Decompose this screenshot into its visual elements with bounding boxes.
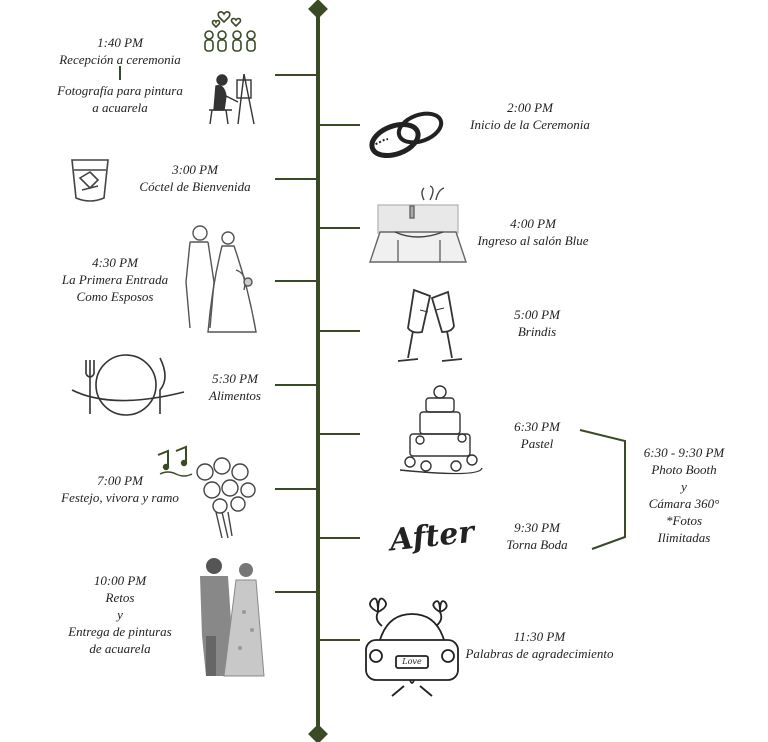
event-label: Torna Boda: [506, 537, 568, 552]
guests-hearts-icon: [204, 11, 256, 52]
event-painting-photo: Fotografía para pintura a acuarela: [40, 82, 200, 116]
event-label: Ingreso al salón Blue: [477, 233, 589, 248]
timeline-bottom-diamond: [308, 724, 328, 742]
event-time: 9:30 PM: [514, 520, 560, 535]
event-cocktail: 3:00 PM Cóctel de Bienvenida: [115, 161, 275, 195]
note-line: Photo Booth: [651, 462, 717, 477]
right-connectors: [318, 124, 360, 641]
event-time: 1:40 PM: [97, 35, 143, 50]
couple-watercolor-icon: [200, 558, 265, 677]
wedding-car-plate-text: Love: [402, 657, 422, 666]
event-thanks: 11:30 PM Palabras de agradecimiento: [452, 628, 627, 662]
event-time: 6:30 PM: [514, 419, 560, 434]
event-label: Alimentos: [209, 388, 261, 403]
event-hall-entry: 4:00 PM Ingreso al salón Blue: [458, 215, 608, 249]
event-time: 11:30 PM: [513, 629, 566, 644]
event-label: Brindis: [517, 324, 557, 339]
event-label-line: y: [117, 607, 123, 622]
photo-booth-note: 6:30 - 9:30 PM Photo Booth y Cámara 360°…: [622, 444, 746, 546]
event-label-line: Retos: [105, 590, 135, 605]
event-label-line: a acuarela: [92, 100, 148, 115]
event-party: 7:00 PM Festejo, vivora y ramo: [40, 472, 200, 506]
event-time: 10:00 PM: [93, 573, 147, 588]
event-time: 5:30 PM: [212, 371, 258, 386]
left-connectors: [275, 74, 318, 593]
photo-booth-bracket: [579, 429, 626, 550]
event-time: 4:00 PM: [510, 216, 556, 231]
event-food: 5:30 PM Alimentos: [185, 370, 285, 404]
event-challenges: 10:00 PM Retos y Entrega de pinturas de …: [40, 572, 200, 657]
event-label: Pastel: [520, 436, 554, 451]
wedding-car-icon: [365, 597, 459, 697]
event-label: Palabras de agradecimiento: [465, 646, 614, 661]
timeline-top-diamond: [308, 0, 328, 19]
event-toast: 5:00 PM Brindis: [482, 306, 592, 340]
event-time: 7:00 PM: [97, 473, 143, 488]
event-label: Cóctel de Bienvenida: [139, 179, 251, 194]
event-label-line: Como Esposos: [76, 289, 154, 304]
note-line: 6:30 - 9:30 PM: [643, 445, 725, 460]
banquet-table-icon: [369, 185, 467, 263]
event-time: 5:00 PM: [514, 307, 560, 322]
event-label: Recepción a ceremonia: [59, 52, 181, 67]
plate-cutlery-icon: [71, 354, 185, 416]
note-line: y: [681, 479, 687, 494]
couple-kiss-icon: [185, 225, 257, 333]
event-time: 2:00 PM: [507, 100, 553, 115]
event-cake: 6:30 PM Pastel: [482, 418, 592, 452]
event-label-line: Fotografía para pintura: [57, 83, 183, 98]
event-ceremony: 2:00 PM Inicio de la Ceremonia: [455, 99, 605, 133]
event-label-line: La Primera Entrada: [61, 272, 169, 287]
wedding-rings-icon: [369, 111, 444, 159]
note-line: Cámara 360°: [648, 496, 720, 511]
event-time: 4:30 PM: [92, 255, 138, 270]
champagne-toast-icon: [397, 288, 463, 362]
event-label-line: Entrega de pinturas: [68, 624, 172, 639]
event-label: Inicio de la Ceremonia: [470, 117, 590, 132]
event-time: 3:00 PM: [172, 162, 218, 177]
event-first-entrance: 4:30 PM La Primera Entrada Como Esposos: [30, 254, 200, 305]
painter-easel-icon: [209, 73, 255, 125]
event-label-line: de acuarela: [89, 641, 151, 656]
bouquet-music-icon: [157, 445, 256, 539]
cocktail-glass-icon: [71, 159, 109, 202]
event-reception: 1:40 PM Recepción a ceremonia: [40, 34, 200, 68]
note-line: Ilimitadas: [657, 530, 711, 545]
event-after-party: 9:30 PM Torna Boda: [482, 519, 592, 553]
event-label: Festejo, vivora y ramo: [61, 490, 179, 505]
wedding-cake-icon: [399, 385, 483, 475]
note-line: *Fotos: [665, 513, 703, 528]
